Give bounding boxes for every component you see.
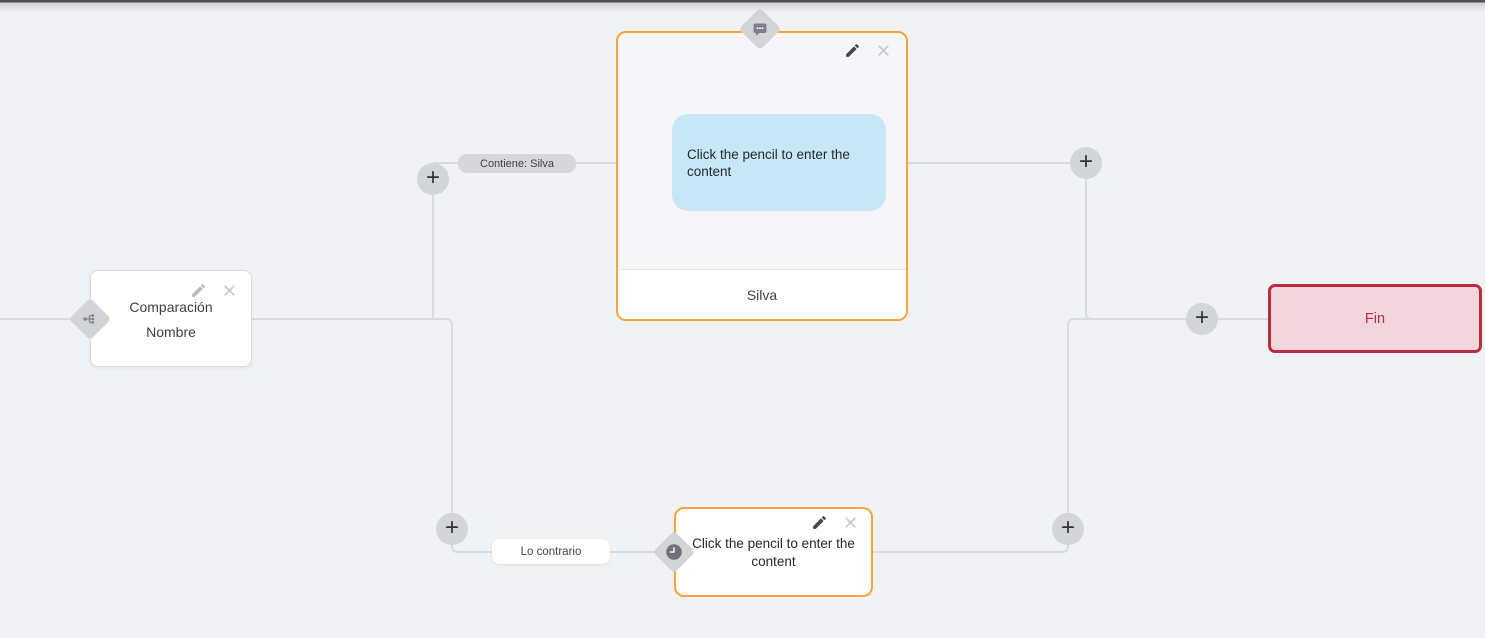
edit-condition-button[interactable] (190, 282, 207, 299)
pencil-icon (846, 44, 859, 57)
add-node-button-message-out[interactable]: + (1070, 147, 1102, 179)
edge-condition-to-false-branch (252, 318, 666, 553)
message-node[interactable]: Click the pencil to enter the content Si… (616, 31, 908, 321)
chat-bubble-icon (745, 14, 775, 44)
close-icon (224, 285, 235, 296)
close-icon (878, 45, 889, 56)
add-node-button-true-branch[interactable]: + (417, 163, 449, 195)
condition-node-title: Comparación (129, 299, 213, 315)
end-node[interactable]: Fin (1268, 284, 1482, 353)
edit-wait-button[interactable] (811, 514, 828, 531)
toolbar-shadow (0, 0, 1485, 12)
edit-message-button[interactable] (844, 42, 861, 59)
delete-wait-button[interactable] (842, 514, 859, 531)
message-bubble-text: Click the pencil to enter the content (687, 146, 850, 179)
clock-icon (659, 537, 689, 567)
wait-node-handle[interactable] (652, 530, 696, 574)
edge-message-drop (1085, 163, 1093, 320)
wait-node-placeholder: Click the pencil to enter the content (692, 536, 855, 569)
message-node-name: Silva (746, 286, 778, 303)
message-node-footer: Silva (618, 269, 906, 319)
add-node-button-before-end[interactable]: + (1186, 303, 1218, 335)
add-node-button-wait-out[interactable]: + (1052, 513, 1084, 545)
message-node-handle[interactable] (738, 7, 782, 51)
condition-node-subtitle: Nombre (146, 324, 196, 340)
message-bubble: Click the pencil to enter the content (672, 114, 886, 211)
condition-node[interactable]: Comparación Nombre (90, 270, 252, 367)
add-node-button-false-branch[interactable]: + (436, 513, 468, 545)
edge-label-otherwise: Lo contrario (492, 539, 610, 564)
edge-label-contains: Contiene: Silva (458, 154, 576, 173)
branch-icon (75, 304, 105, 334)
edge-wait-to-end (873, 318, 1268, 553)
pencil-icon (813, 516, 826, 529)
condition-node-handle[interactable] (68, 297, 112, 341)
delete-condition-button[interactable] (221, 282, 238, 299)
close-icon (845, 517, 856, 528)
delete-message-button[interactable] (875, 42, 892, 59)
wait-node[interactable]: Click the pencil to enter the content (674, 507, 873, 597)
end-node-label: Fin (1364, 310, 1386, 327)
pencil-icon (192, 284, 205, 297)
